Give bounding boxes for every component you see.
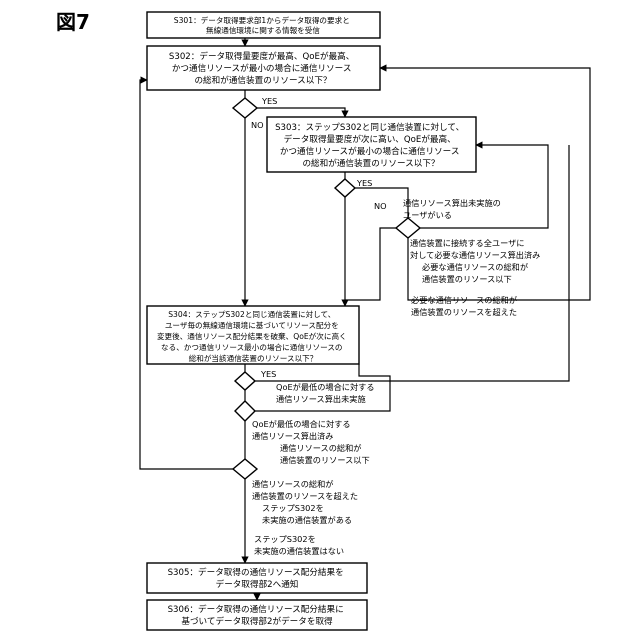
decision-s304-diamond xyxy=(235,372,255,390)
label-s302-none: ステップS302を 未実施の通信装置はない xyxy=(254,534,344,556)
label-sum-over: 通信リソースの総和が 通信装置のリソースを超えた xyxy=(252,479,358,501)
label-no-s303: NO xyxy=(374,201,387,211)
label-all-users-calc: 通信装置に接続する全ユーザに 対して必要な通信リソース算出済み 必要な通信リソー… xyxy=(410,238,543,284)
decision-user-diamond xyxy=(396,218,420,238)
label-sum-within: 通信リソースの総和が 通信装置のリソース以下 xyxy=(280,443,370,465)
step-s302-text: S302：データ取得量要度が最高、QoEが最高、 かつ通信リソースが最小の場合に… xyxy=(169,50,357,86)
decision-s302-diamond xyxy=(233,98,257,118)
label-qoe-min-uncalc: QoEが最低の場合に対する 通信リソース算出未実施 xyxy=(276,382,377,404)
decision-qoe-diamond xyxy=(235,401,255,421)
decision-device-diamond xyxy=(233,459,257,479)
decision-s303-diamond xyxy=(335,179,355,197)
label-uncalc-user: 通信リソース算出未実施の ユーザがいる xyxy=(403,198,503,220)
label-yes-s304: YES xyxy=(260,369,276,379)
label-qoe-min-calc: QoEが最低の場合に対する 通信リソース算出済み xyxy=(252,419,353,441)
label-yes-s302: YES xyxy=(261,96,277,106)
label-sum-exceeds: 必要な通信リソースの総和が 通信装置のリソースを超えた xyxy=(411,295,520,317)
figure-label: 図7 xyxy=(56,10,90,34)
label-s302-pending: ステップS302を 未実施の通信装置がある xyxy=(262,503,352,525)
label-no-s302: NO xyxy=(251,120,264,130)
label-yes-s303: YES xyxy=(356,178,372,188)
